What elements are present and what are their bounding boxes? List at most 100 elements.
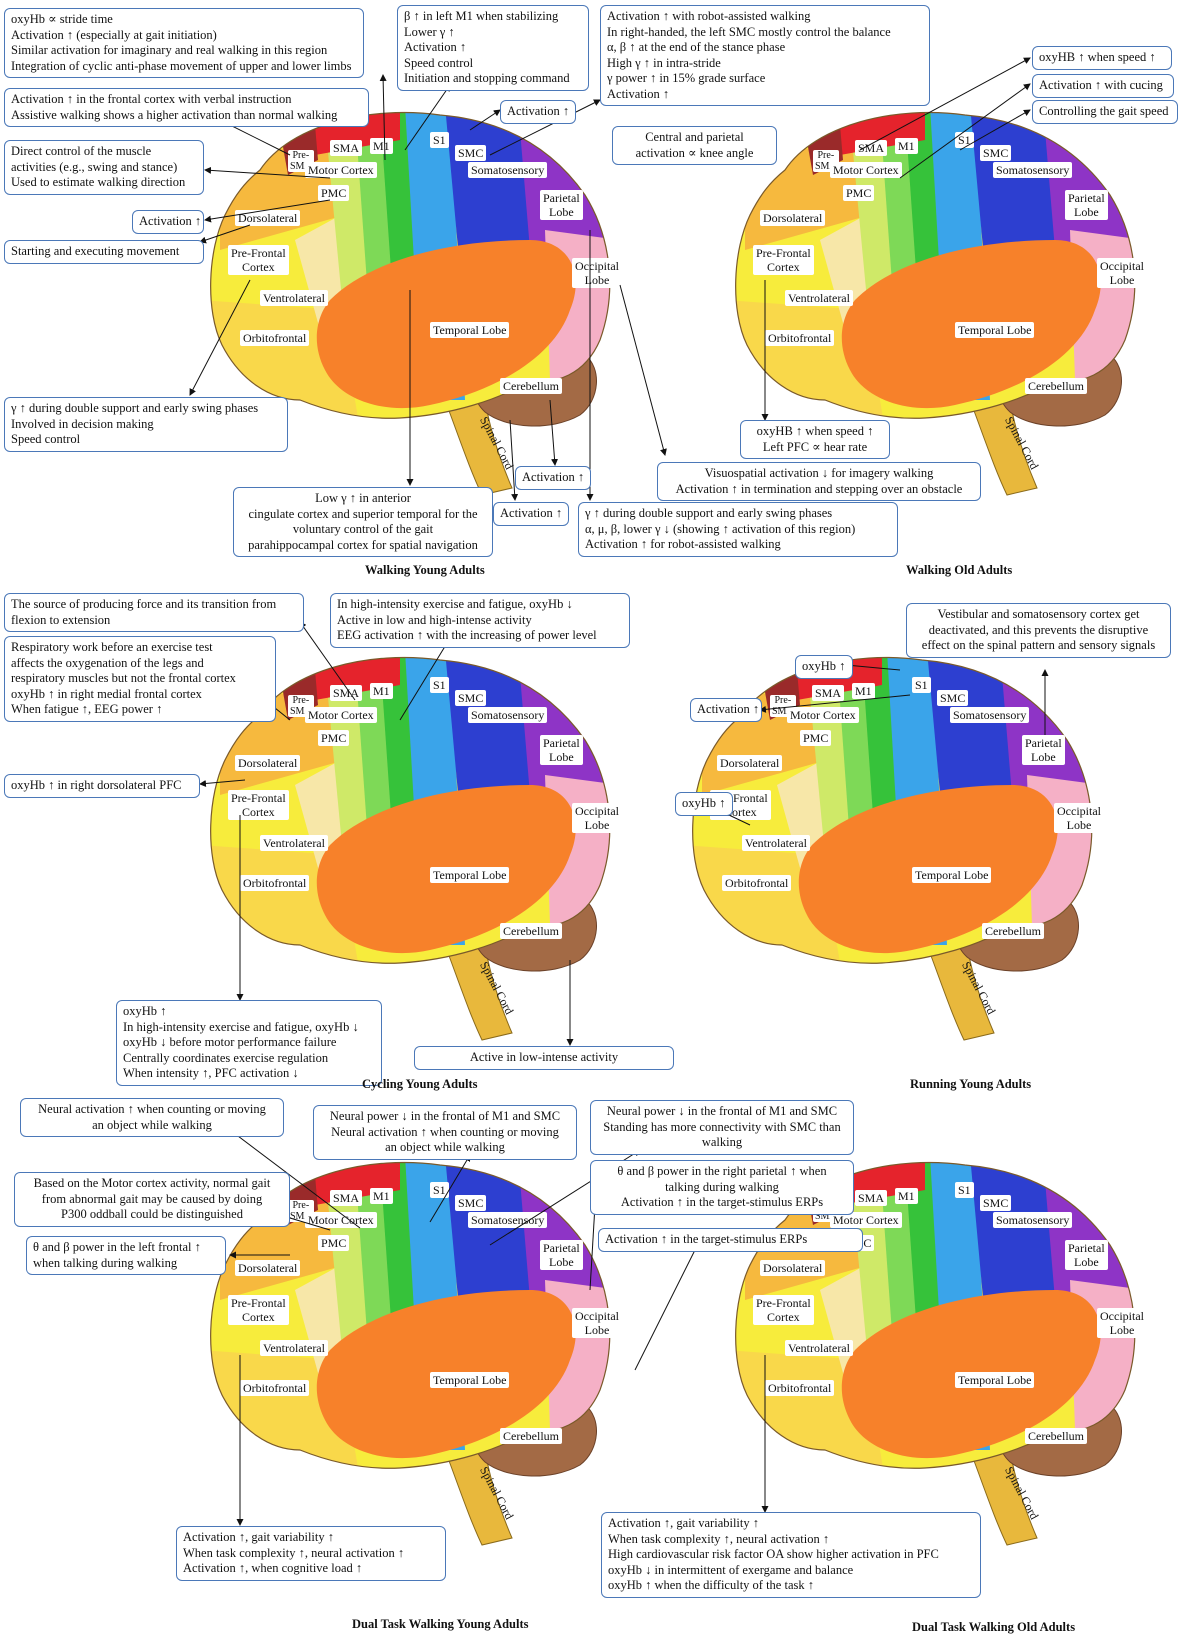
annotation-line: Speed control [11, 432, 81, 446]
running-box-3: Activation ↑ [690, 698, 762, 722]
label-pmc: PMC [800, 730, 832, 746]
label-sma: SMA [330, 685, 363, 701]
spinal-cord [444, 399, 513, 496]
label-cerebellum: Cerebellum [982, 923, 1044, 939]
walk-young-box-2: Activation ↑ in the frontal cortex with … [4, 88, 369, 127]
label-occipital: Occipital Lobe [1054, 803, 1104, 833]
annotation-line: Activation ↑ in the target-stimulus ERPs [605, 1232, 808, 1246]
label-motor-cortex: Motor Cortex [787, 707, 859, 723]
label-ventrolateral: Ventrolateral [785, 1340, 853, 1356]
label-occipital: Occipital Lobe [572, 1308, 622, 1338]
annotation-line: oxyHb ↑ [802, 659, 846, 673]
label-prefrontal: Pre-Frontal Cortex [228, 245, 289, 275]
label-temporal: Temporal Lobe [430, 322, 510, 338]
annotation-line: Involved in decision making [11, 416, 154, 431]
caption-walking-young: Walking Young Adults [365, 563, 485, 577]
annotation-line: Activation ↑ [500, 506, 563, 520]
annotation-line: Activation ↑ [522, 470, 585, 484]
annotation-line: The source of producing force and its tr… [11, 597, 277, 611]
annotation-line: Activation ↑, when cognitive load ↑ [183, 1561, 363, 1575]
annotation-line: effect on the spinal pattern and sensory… [921, 638, 1156, 652]
caption-walking-old: Walking Old Adults [906, 563, 1013, 577]
annotation-line: Activation ↑ in the frontal cortex with … [11, 92, 292, 106]
label-temporal: Temporal Lobe [912, 867, 992, 883]
label-m1: M1 [370, 1188, 393, 1204]
label-dorsolateral: Dorsolateral [235, 755, 301, 771]
label-pmc: PMC [318, 1235, 350, 1251]
dual-young-box-3: θ and β power in the left frontal ↑when … [26, 1236, 226, 1275]
label-m1: M1 [852, 683, 875, 699]
label-cerebellum: Cerebellum [1025, 1428, 1087, 1444]
annotation-line: deactivated, and this prevents the disru… [928, 622, 1149, 637]
annotation-line: When task complexity ↑, neural activatio… [183, 1545, 405, 1560]
spinal-cord [444, 944, 513, 1041]
label-dorsolateral: Dorsolateral [717, 755, 783, 771]
dual-young-box-7: Activation ↑ in the target-stimulus ERPs [598, 1228, 863, 1252]
label-prefrontal: Pre-Frontal Cortex [753, 245, 814, 275]
annotation-line: θ and β power in the left frontal ↑ [33, 1240, 201, 1254]
label-orbitofrontal: Orbitofrontal [240, 330, 310, 346]
annotation-line: affects the oxygenation of the legs and [11, 655, 204, 670]
annotation-line: Lower γ ↑ [404, 24, 455, 39]
annotation-line: Activation ↑ with cucing [1039, 78, 1163, 92]
label-somatosensory: Somatosensory [950, 707, 1030, 723]
annotation-line: Starting and executing movement [11, 244, 180, 258]
annotation-line: activation ∝ knee angle [635, 145, 754, 160]
label-somatosensory: Somatosensory [993, 1212, 1073, 1228]
caption-cycling-young: Cycling Young Adults [362, 1077, 478, 1091]
annotation-line: oxyHb ↑ in right medial frontal cortex [11, 686, 202, 701]
annotation-line: oxyHb ↑ when the difficulty of the task … [608, 1578, 814, 1592]
dual-young-box-1: Neural activation ↑ when counting or mov… [20, 1098, 284, 1137]
label-somatosensory: Somatosensory [993, 162, 1073, 178]
label-pmc: PMC [318, 185, 350, 201]
spinal-cord [969, 1449, 1038, 1546]
annotation-line: parahippocampal cortex for spatial navig… [248, 537, 478, 552]
annotation-line: Activation ↑ [507, 104, 570, 118]
label-temporal: Temporal Lobe [955, 322, 1035, 338]
label-somatosensory: Somatosensory [468, 707, 548, 723]
annotation-line: oxyHb ∝ stride time [11, 12, 113, 26]
label-smc: SMC [455, 145, 487, 161]
walk-young-box-9: Activation ↑ [500, 100, 576, 124]
label-temporal: Temporal Lobe [955, 1372, 1035, 1388]
annotation-line: Controlling the gait speed [1039, 104, 1169, 118]
annotation-line: Speed control [404, 55, 474, 70]
cycling-box-5: oxyHb ↑In high-intensity exercise and fa… [116, 1000, 382, 1086]
label-s1: S1 [430, 132, 449, 148]
label-cerebellum: Cerebellum [1025, 378, 1087, 394]
annotation-line: β ↑ in left M1 when stabilizing [404, 9, 559, 23]
label-s1: S1 [955, 1182, 974, 1198]
annotation-line: High γ ↑ in intra-stride [607, 55, 721, 70]
annotation-line: Neural power ↓ in the frontal of M1 and … [606, 1104, 838, 1118]
label-prefrontal: Pre-Frontal Cortex [753, 1295, 814, 1325]
annotation-line: oxyHB ↑ when speed ↑ [756, 424, 874, 438]
annotation-line: Activation ↑ [697, 702, 760, 716]
annotation-line: When intensity ↑, PFC activation ↓ [123, 1066, 299, 1080]
label-cerebellum: Cerebellum [500, 923, 562, 939]
annotation-line: α, μ, β, lower γ ↓ (showing ↑ activation… [585, 521, 856, 536]
dual-young-box-5: Neural power ↓ in the frontal of M1 and … [590, 1100, 854, 1155]
annotation-line: When fatigue ↑, EEG power ↑ [11, 702, 163, 716]
walk-young-box-12: Activation ↑ [515, 466, 591, 490]
label-s1: S1 [955, 132, 974, 148]
annotation-line: Vestibular and somatosensory cortex get [937, 607, 1140, 621]
annotation-line: oxyHb ↓ in intermittent of exergame and … [608, 1562, 854, 1577]
annotation-line: oxyHb ↑ [123, 1004, 167, 1018]
annotation-line: When task complexity ↑, neural activatio… [608, 1531, 830, 1546]
walk-old-box-5: Visuospatial activation ↓ for imagery wa… [657, 462, 981, 501]
label-dorsolateral: Dorsolateral [235, 1260, 301, 1276]
annotation-line: Low γ ↑ in anterior [315, 491, 411, 505]
label-parietal: Parietal Lobe [1065, 1240, 1108, 1270]
annotation-line: In high-intensity exercise and fatigue, … [123, 1019, 359, 1034]
cycling-box-6: Active in low-intense activity [414, 1046, 674, 1070]
walk-young-box-5: Starting and executing movement [4, 240, 204, 264]
label-orbitofrontal: Orbitofrontal [240, 875, 310, 891]
annotation-line: Centrally coordinates exercise regulatio… [123, 1050, 329, 1065]
cycling-box-2: Respiratory work before an exercise test… [4, 636, 276, 722]
label-parietal: Parietal Lobe [1065, 190, 1108, 220]
annotation-line: Neural activation ↑ when counting or mov… [331, 1124, 559, 1139]
walk-young-box-4: Activation ↑ [132, 210, 204, 234]
